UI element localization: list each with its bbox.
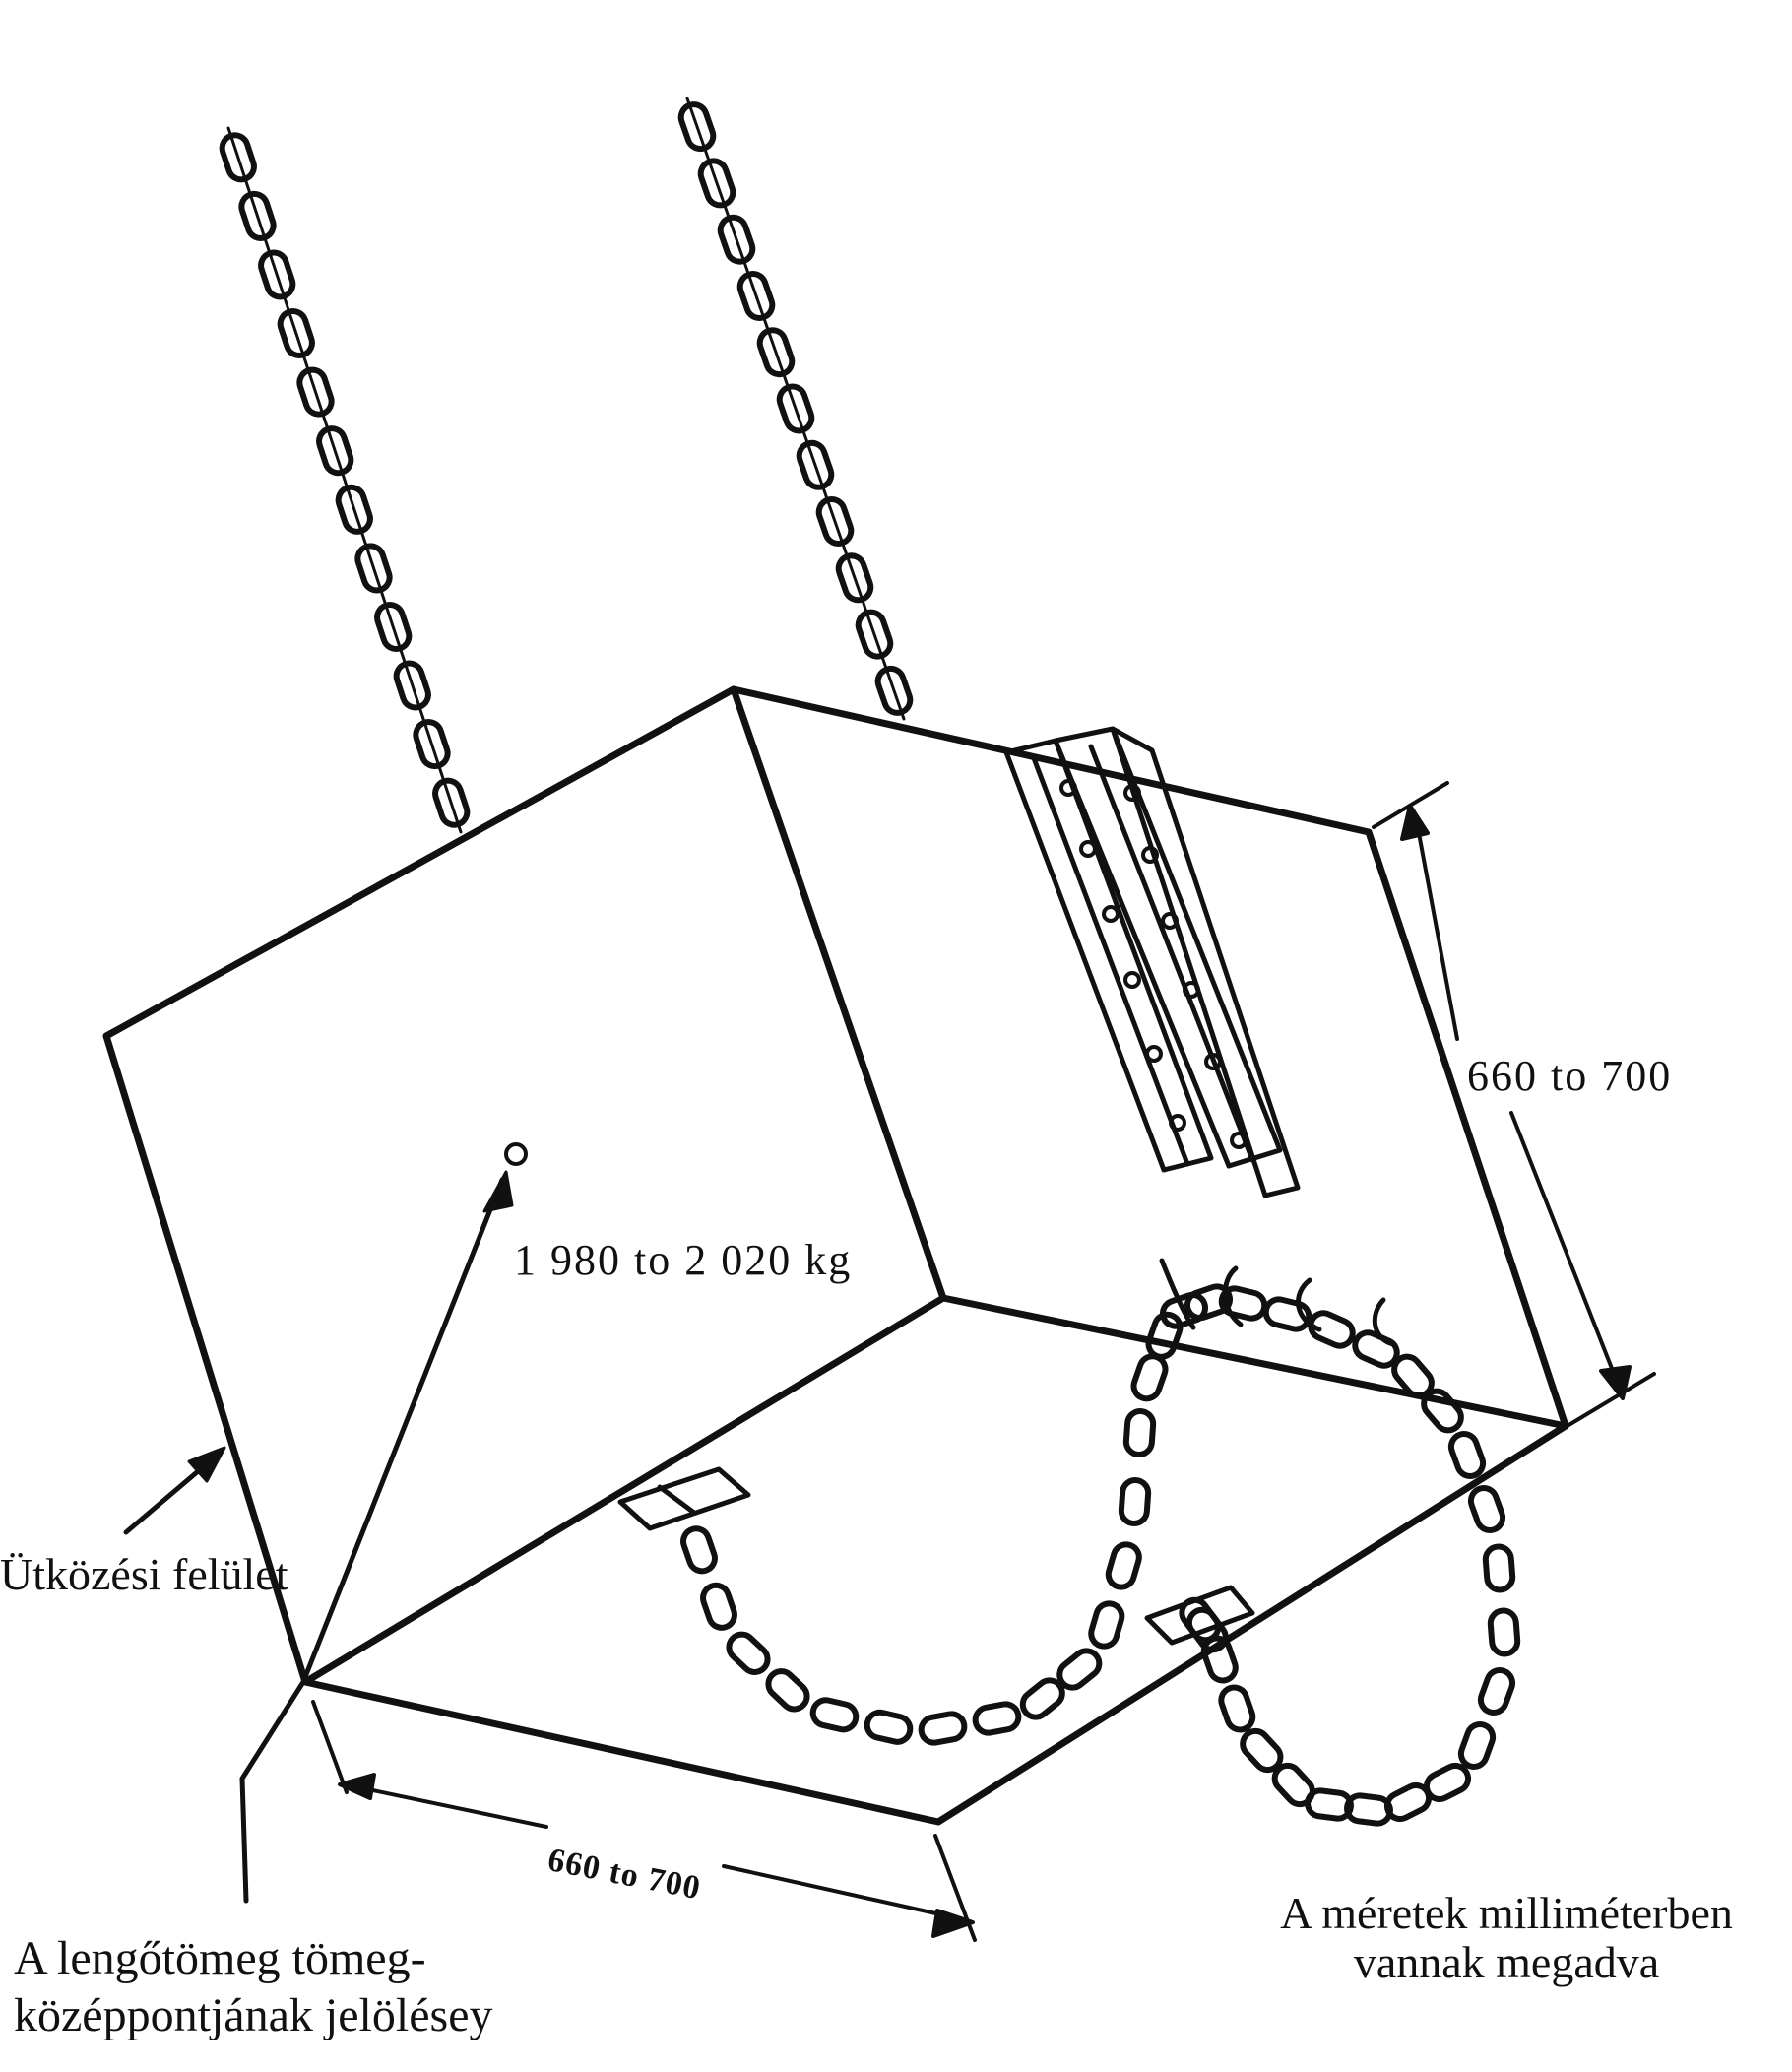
chain-link [1271, 1762, 1315, 1808]
cog-marking-line-2: középpontjának jelölésey [14, 1989, 493, 2041]
chain-link [1477, 1667, 1516, 1716]
chain-link [1105, 1541, 1142, 1590]
mounting-rails [1003, 726, 1301, 1198]
chain-core [685, 97, 906, 721]
chain-link [1019, 1677, 1065, 1720]
cog-marking-line-1: A lengőtömeg tömeg- [14, 1932, 426, 1984]
cog-label-leader [239, 1679, 306, 1904]
rail-holes [1059, 779, 1248, 1149]
chain-link [726, 1631, 771, 1675]
chain-link [1352, 1329, 1400, 1369]
chain-link [1421, 1388, 1464, 1434]
chain-link [1344, 1792, 1393, 1827]
chain-link [1467, 1485, 1506, 1533]
chain-plate-right [1144, 1585, 1255, 1646]
chain-link [972, 1701, 1022, 1736]
rail-hole [1204, 1053, 1222, 1070]
suspension-chains [219, 97, 1521, 1827]
rail-hole [1169, 1114, 1186, 1132]
chain-link [1122, 1408, 1157, 1457]
chain-plate-left [617, 1466, 751, 1531]
chain-link [1447, 1431, 1487, 1479]
vertical-dimension-label: 660 to 700 [1467, 1052, 1673, 1100]
chain-link [1482, 1543, 1516, 1593]
rail-hole [1183, 981, 1200, 999]
rail-hole [1123, 971, 1141, 989]
impact-surface-label: Ütközési felület [0, 1549, 288, 1599]
units-note: A méretek milliméterben vannak megadva [1260, 1889, 1753, 1987]
chain-link [1118, 1477, 1152, 1526]
mass-label: 1 980 to 2 020 kg [514, 1236, 853, 1284]
chain-link [1308, 1310, 1356, 1349]
cog-arrowhead [482, 1170, 514, 1213]
chain-link [918, 1711, 968, 1746]
dimension-horizontal [311, 1700, 977, 1942]
chain-link [1457, 1721, 1497, 1770]
chain-link [1218, 1684, 1256, 1733]
chain-link [1056, 1648, 1103, 1691]
chain-link [1262, 1296, 1312, 1332]
chain-link [1145, 1311, 1184, 1360]
chain-link [809, 1697, 860, 1733]
units-note-line-2: vannak megadva [1353, 1937, 1660, 1987]
impact-surface-arrowhead [187, 1446, 226, 1483]
rail-hole [1141, 846, 1159, 864]
rail-hole [1123, 784, 1141, 802]
chain-link [864, 1709, 914, 1745]
units-note-line-1: A méretek milliméterben [1280, 1888, 1733, 1938]
chain-link [1159, 1291, 1209, 1329]
cog-leader-line [300, 1177, 505, 1685]
rail-hole [1230, 1132, 1248, 1149]
dimension-vertical [1372, 781, 1656, 1432]
chain-core [226, 126, 463, 834]
chain-hooks [1159, 1258, 1396, 1347]
chain-link [1179, 1596, 1222, 1644]
chain-link [1487, 1607, 1521, 1657]
rail-hole [1145, 1045, 1163, 1063]
chain-link [1240, 1727, 1284, 1774]
rail-hole [1102, 905, 1120, 923]
chain-link [765, 1668, 810, 1713]
cog-marking-label: A lengőtömeg tömeg- középpontjának jelöl… [14, 1930, 493, 2044]
cog-marker [504, 1142, 528, 1166]
chain-link [1184, 1283, 1234, 1322]
chain-link [680, 1525, 718, 1575]
chain-link [1088, 1600, 1125, 1650]
chain-link [1130, 1353, 1169, 1402]
rail-hole [1059, 779, 1077, 797]
rail-hole [1079, 840, 1097, 858]
rail-hole [1161, 912, 1179, 930]
chain-link [700, 1582, 737, 1631]
